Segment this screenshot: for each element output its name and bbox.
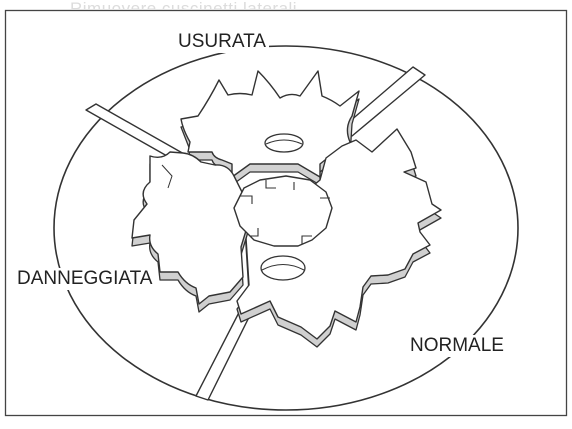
central-spline-hole	[234, 176, 332, 246]
bleed-through-heading: Rimuovere cuscinetti laterali	[70, 0, 297, 9]
label-normal: NORMALE	[407, 335, 507, 357]
label-damaged: DANNEGGIATA	[14, 268, 155, 290]
sprocket-worn-hole	[265, 134, 303, 152]
label-worn: USURATA	[175, 31, 269, 53]
sprocket-normal-hole	[261, 256, 305, 280]
